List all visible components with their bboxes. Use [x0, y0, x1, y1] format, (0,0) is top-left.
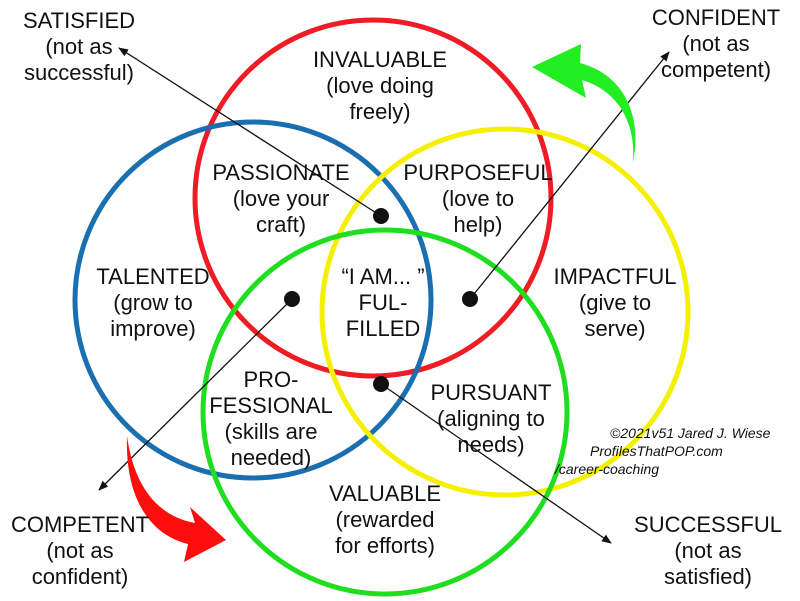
label-confident: CONFIDENT (not as competent) — [651, 5, 781, 82]
label-valuable: VALUABLE (rewarded for efforts) — [328, 481, 442, 558]
label-impactful: IMPACTFUL (give to serve) — [553, 264, 677, 341]
label-invaluable: INVALUABLE (love doing freely) — [312, 47, 448, 124]
circle-valuable — [200, 227, 570, 597]
dot-pursuant — [373, 376, 389, 392]
dot-purposeful — [462, 291, 478, 307]
label-satisfied: SATISFIED (not as successful) — [22, 8, 136, 85]
dot-passionate — [373, 208, 389, 224]
circle-talented — [72, 119, 434, 481]
label-center-fulfilled: “I AM... ” FUL- FILLED — [341, 264, 425, 341]
label-successful: SUCCESSFUL (not as satisfied) — [634, 512, 782, 589]
red-curved-arrow — [126, 436, 226, 562]
label-passionate: PASSIONATE (love your craft) — [212, 160, 350, 237]
credit-line-2: ProfilesThatPOP.com — [590, 443, 723, 459]
credit-line-1: ©2021v51 Jared J. Wiese — [610, 425, 771, 441]
green-curved-arrow — [532, 44, 636, 163]
arrow-to-confident — [469, 51, 670, 300]
label-pursuant: PURSUANT (aligning to needs) — [430, 380, 552, 457]
label-competent: COMPETENT (not as confident) — [10, 512, 150, 589]
label-professional: PRO- FESSIONAL (skills are needed) — [209, 367, 333, 470]
circle-impactful — [319, 126, 691, 498]
label-purposeful: PURPOSEFUL (love to help) — [403, 160, 553, 237]
credit-line-3: /career-coaching — [555, 461, 660, 477]
label-talented: TALENTED (grow to improve) — [96, 264, 210, 341]
arrow-to-satisfied — [118, 47, 382, 217]
arrow-to-successful — [380, 383, 612, 544]
dot-talented — [284, 291, 300, 307]
